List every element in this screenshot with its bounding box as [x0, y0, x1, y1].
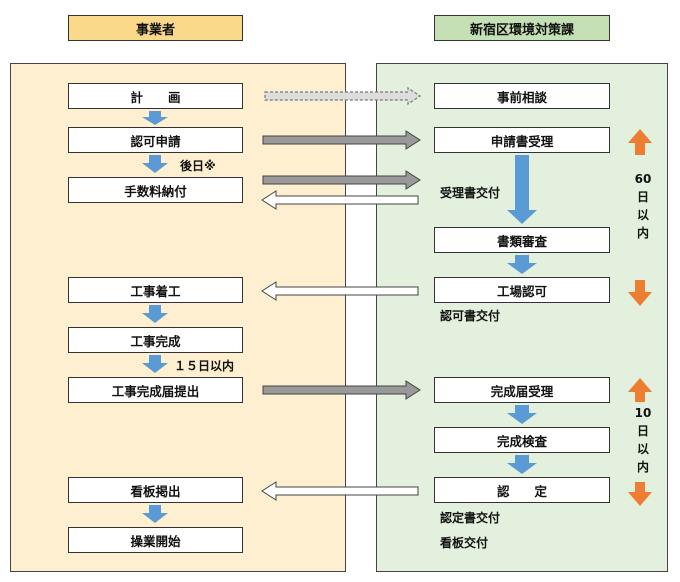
flow-arrow-down: [142, 505, 168, 523]
step-plan: 計 画: [68, 83, 243, 109]
step-application-acceptance: 申請書受理: [434, 127, 610, 153]
duration-60-char-2: 以: [636, 208, 649, 222]
flow-arrow-down: [142, 305, 168, 323]
later-label: 後日※: [180, 159, 216, 173]
within-15-days-label: １５日以内: [174, 359, 235, 373]
duration-10-char-2: 以: [636, 442, 649, 456]
duration-10-char-1: 日: [636, 424, 649, 438]
step-fee-payment: 手数料納付: [68, 177, 243, 203]
step-completion-inspection: 完成検査: [434, 427, 610, 453]
applicant-header: 事業者: [68, 15, 243, 41]
duration-arrow-down: [628, 280, 652, 306]
step-certification: 認 定: [434, 477, 610, 503]
flow-arrow-down: [142, 111, 168, 125]
step-factory-permit: 工場認可: [434, 277, 610, 303]
permit-issued-label: 認可書交付: [440, 309, 501, 323]
duration-10-number: 10: [634, 406, 652, 420]
step-document-review: 書類審査: [434, 227, 610, 253]
step-completion-acceptance: 完成届受理: [434, 377, 610, 403]
duration-60-days: 60 日 以 内: [628, 170, 658, 242]
sign-issued-label: 看板交付: [440, 536, 489, 550]
submit-arrow-right: [262, 380, 421, 400]
duration-60-number: 60: [634, 172, 652, 186]
step-preliminary-consultation: 事前相談: [434, 83, 610, 109]
dashed-arrow-right: [264, 86, 422, 106]
step-construction-start: 工事着工: [68, 277, 243, 303]
office-header: 新宿区環境対策課: [434, 15, 610, 41]
flow-arrow-down: [142, 355, 168, 373]
duration-60-char-3: 内: [636, 226, 649, 240]
flow-arrow-down: [507, 155, 537, 224]
step-permit-application: 認可申請: [68, 127, 243, 153]
duration-arrow-up: [628, 378, 652, 402]
flow-arrow-down: [142, 155, 168, 173]
step-construction-complete: 工事完成: [68, 327, 243, 353]
duration-arrow-down: [628, 482, 652, 506]
step-operation-start: 操業開始: [68, 527, 243, 553]
return-arrow-left: [261, 481, 419, 501]
duration-10-days: 10 日 以 内: [628, 404, 658, 476]
step-sign-posting: 看板掲出: [68, 477, 243, 503]
flow-arrow-down: [507, 405, 537, 424]
duration-60-char-1: 日: [636, 190, 649, 204]
return-arrow-left: [261, 281, 419, 301]
certificate-issued-label: 認定書交付: [440, 511, 501, 525]
return-arrow-left: [261, 190, 419, 210]
step-completion-report: 工事完成届提出: [68, 377, 243, 403]
duration-10-char-3: 内: [636, 460, 649, 474]
flow-arrow-down: [507, 455, 537, 474]
duration-arrow-up: [628, 129, 652, 155]
submit-arrow-right: [262, 130, 421, 150]
flow-arrow-down: [507, 255, 537, 274]
receipt-issued-label: 受理書交付: [440, 186, 501, 200]
submit-arrow-right: [262, 170, 421, 190]
